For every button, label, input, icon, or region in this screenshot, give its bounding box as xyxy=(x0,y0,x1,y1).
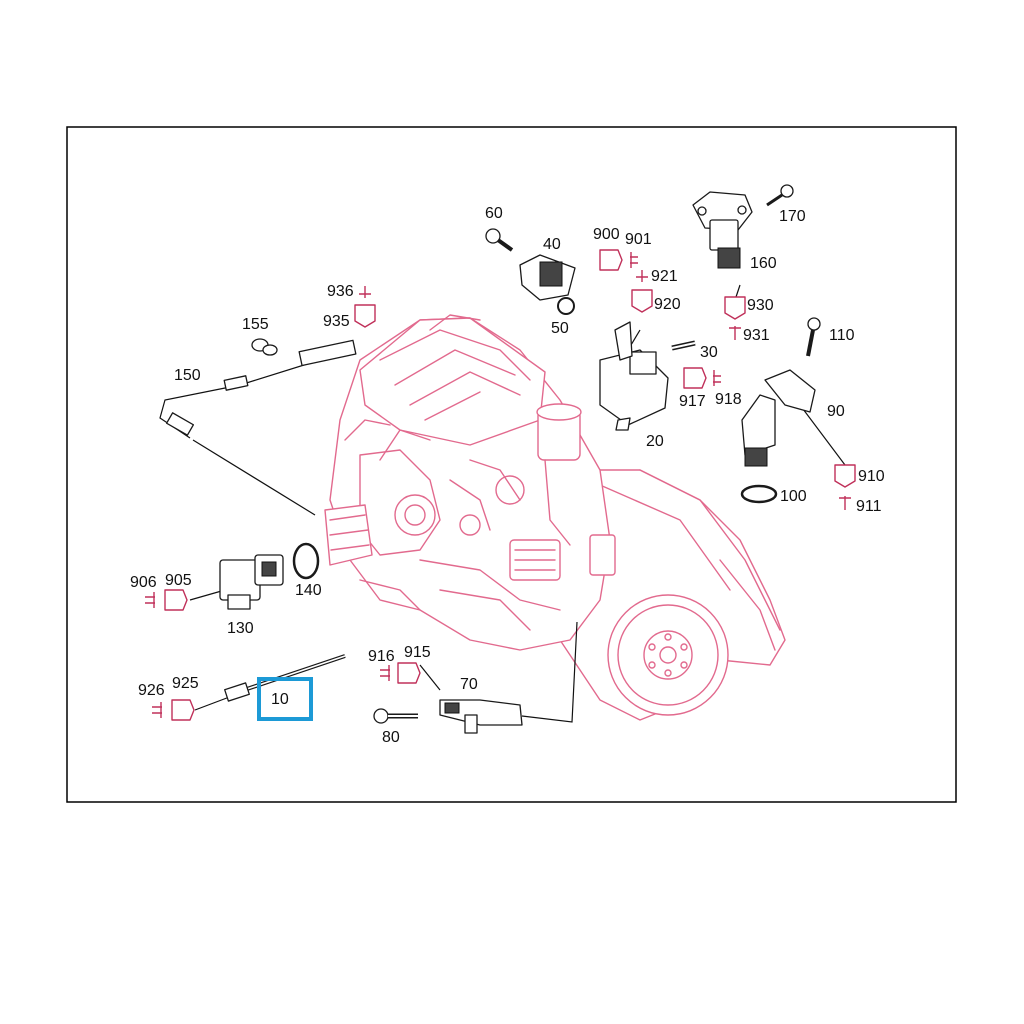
label-926[interactable]: 926 xyxy=(138,682,165,699)
part-130-connector[interactable] xyxy=(219,554,284,610)
label-170[interactable]: 170 xyxy=(779,208,806,225)
part-labels: 10 20 30 40 50 60 70 80 90 100 110 130 1… xyxy=(130,205,885,746)
part-70-crank-sensor[interactable] xyxy=(439,699,523,734)
part-140-seal-ring[interactable] xyxy=(292,542,320,580)
label-10[interactable]: 10 xyxy=(271,691,289,708)
label-160[interactable]: 160 xyxy=(750,255,777,272)
label-155[interactable]: 155 xyxy=(242,316,269,333)
part-160-sensor[interactable] xyxy=(692,191,753,269)
label-905[interactable]: 905 xyxy=(165,572,192,589)
label-50[interactable]: 50 xyxy=(551,320,569,337)
label-40[interactable]: 40 xyxy=(543,236,561,253)
label-80[interactable]: 80 xyxy=(382,729,400,746)
label-150[interactable]: 150 xyxy=(174,367,201,384)
part-170-bolt[interactable] xyxy=(766,184,794,207)
label-918[interactable]: 918 xyxy=(715,391,742,408)
part-10-glow-plug[interactable] xyxy=(224,654,346,702)
label-936[interactable]: 936 xyxy=(327,283,354,300)
label-931[interactable]: 931 xyxy=(743,327,770,344)
label-911[interactable]: 911 xyxy=(856,498,882,515)
part-20-control-unit[interactable] xyxy=(599,321,669,431)
label-100[interactable]: 100 xyxy=(780,488,807,505)
label-30[interactable]: 30 xyxy=(700,344,718,361)
part-100-seal[interactable] xyxy=(740,484,778,504)
label-920[interactable]: 920 xyxy=(654,296,681,313)
highlight-box-part-10 xyxy=(257,677,313,721)
diagram-frame xyxy=(66,126,957,803)
label-921[interactable]: 921 xyxy=(651,268,678,285)
label-90[interactable]: 90 xyxy=(827,403,845,420)
part-40-sensor[interactable] xyxy=(519,254,576,301)
part-80-bolt[interactable] xyxy=(373,708,418,724)
label-916[interactable]: 916 xyxy=(368,648,395,665)
label-915[interactable]: 915 xyxy=(404,644,431,661)
label-910[interactable]: 910 xyxy=(858,468,885,485)
label-900[interactable]: 900 xyxy=(593,226,620,243)
part-90-sensor[interactable] xyxy=(741,369,816,467)
label-130[interactable]: 130 xyxy=(227,620,254,637)
part-150-temperature-sensor[interactable] xyxy=(159,339,357,439)
label-930[interactable]: 930 xyxy=(747,297,774,314)
label-70[interactable]: 70 xyxy=(460,676,478,693)
part-110-bolt[interactable] xyxy=(806,317,821,357)
part-60-bolt[interactable] xyxy=(485,228,514,252)
label-110[interactable]: 110 xyxy=(829,327,855,344)
label-935[interactable]: 935 xyxy=(323,313,350,330)
label-60[interactable]: 60 xyxy=(485,205,503,222)
connector-icons xyxy=(145,249,856,721)
label-925[interactable]: 925 xyxy=(172,675,199,692)
label-20[interactable]: 20 xyxy=(646,433,664,450)
label-901[interactable]: 901 xyxy=(625,231,652,248)
engine-block-illustration xyxy=(324,314,786,721)
label-140[interactable]: 140 xyxy=(295,582,322,599)
label-906[interactable]: 906 xyxy=(130,574,157,591)
part-30-bolt[interactable] xyxy=(671,340,696,351)
part-50-seal[interactable] xyxy=(557,297,575,315)
part-155-clip[interactable] xyxy=(251,338,278,356)
label-917[interactable]: 917 xyxy=(679,393,706,410)
